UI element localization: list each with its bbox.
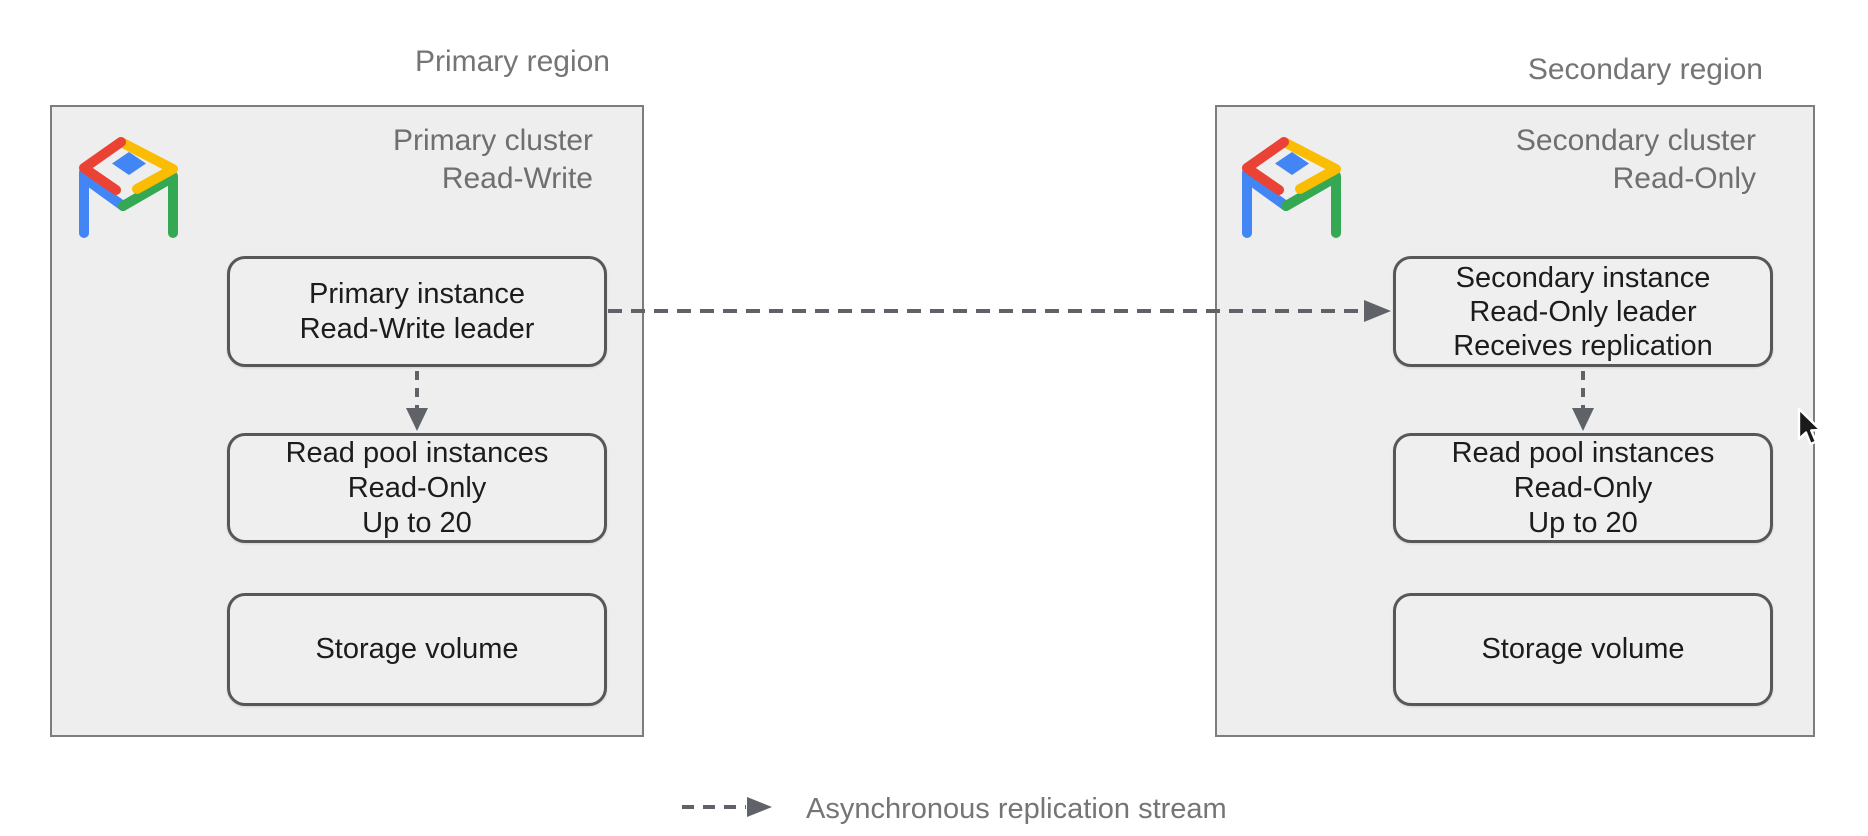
- primary-instance-node: Primary instance Read-Write leader: [227, 256, 607, 367]
- secondary-read-pool-node: Read pool instances Read-Only Up to 20: [1393, 433, 1773, 543]
- primary-cluster-title-line2: Read-Write: [441, 162, 593, 195]
- secondary-instance-line2: Read-Only leader: [1469, 295, 1697, 328]
- primary-cluster-title-line1: Primary cluster: [392, 124, 593, 157]
- alloydb-icon: [1242, 137, 1341, 238]
- secondary-storage-line1: Storage volume: [1481, 633, 1685, 665]
- alloydb-icon: [79, 137, 178, 238]
- secondary-instance-line3: Receives replication: [1453, 329, 1713, 362]
- primary-read-pool-line3: Up to 20: [362, 506, 472, 539]
- primary-storage-line1: Storage volume: [315, 633, 519, 665]
- primary-cluster-title: Primary cluster Read-Write: [293, 122, 593, 198]
- legend-label: Asynchronous replication stream: [806, 793, 1227, 825]
- primary-storage-node: Storage volume: [227, 593, 607, 706]
- primary-read-pool-node: Read pool instances Read-Only Up to 20: [227, 433, 607, 543]
- primary-instance-line2: Read-Write leader: [299, 312, 535, 345]
- primary-read-pool-line1: Read pool instances: [285, 436, 549, 469]
- primary-instance-line1: Primary instance: [309, 277, 525, 310]
- secondary-cluster-title: Secondary cluster Read-Only: [1456, 122, 1756, 198]
- dashed-arrow-icon: [682, 797, 772, 817]
- secondary-cluster-title-line1: Secondary cluster: [1515, 124, 1756, 157]
- primary-region-label: Primary region: [414, 45, 610, 78]
- secondary-read-pool-line2: Read-Only: [1513, 471, 1653, 504]
- secondary-region-label: Secondary region: [1527, 53, 1763, 86]
- secondary-cluster-title-line2: Read-Only: [1612, 162, 1756, 195]
- primary-read-pool-line2: Read-Only: [347, 471, 487, 504]
- secondary-storage-node: Storage volume: [1393, 593, 1773, 706]
- secondary-read-pool-line1: Read pool instances: [1451, 436, 1715, 469]
- secondary-instance-node: Secondary instance Read-Only leader Rece…: [1393, 256, 1773, 367]
- secondary-read-pool-line3: Up to 20: [1528, 506, 1638, 539]
- secondary-instance-line1: Secondary instance: [1455, 261, 1711, 294]
